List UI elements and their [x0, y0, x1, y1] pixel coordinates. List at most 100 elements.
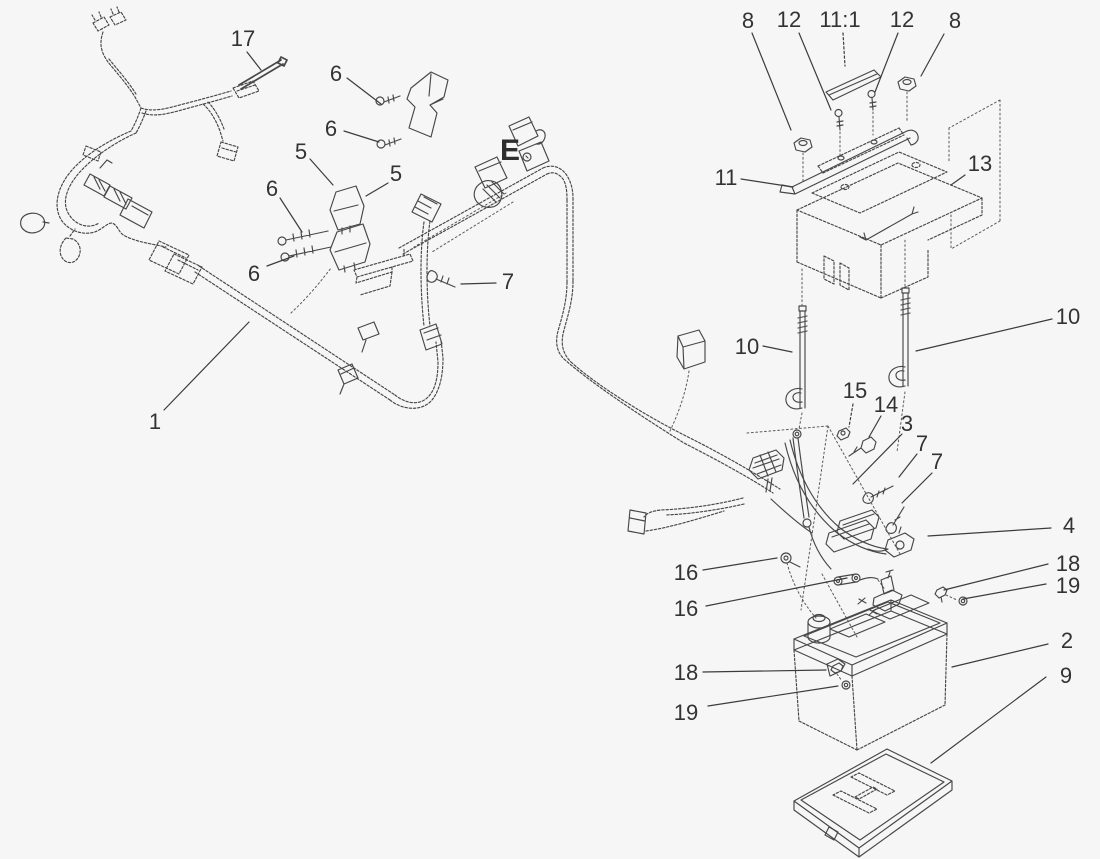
left-branch-connector: [627, 509, 647, 535]
battery-outline: [793, 599, 948, 677]
callout-leader-8-13: [920, 33, 945, 77]
callout-label-6-5: 6: [266, 176, 278, 201]
harness-trunk: [148, 240, 444, 409]
battery-lid: [803, 594, 941, 658]
reference-label-E: E: [500, 134, 520, 167]
callout-leader-19-25: [962, 583, 1047, 600]
callout-leader-3-20: [852, 433, 903, 485]
callout-leader-6-2: [343, 130, 380, 143]
callout-label-5-4: 5: [390, 161, 402, 186]
callout-label-11-14: 11: [715, 165, 738, 190]
callout-label-18-30: 18: [674, 660, 698, 685]
harness-top-branch: [91, 6, 260, 162]
tray-h-emboss: [832, 772, 896, 814]
e-branch: [398, 116, 785, 535]
cable-reference-hidden: [746, 425, 901, 638]
callout-label-13-15: 13: [968, 151, 992, 176]
lower-bracket: [353, 247, 414, 296]
clamp-bar-11: [779, 129, 919, 195]
harness-loop: [56, 130, 167, 264]
callout-label-1-8: 1: [149, 409, 161, 434]
battery-terminal-cap: [807, 613, 831, 644]
cluster-drop-wire: [420, 220, 431, 327]
screw-7-left: [426, 270, 456, 288]
callout-leader-1-8: [163, 321, 250, 411]
callout-leader-9-27: [930, 676, 1047, 764]
tray-outline: [793, 748, 953, 858]
battery-flange-bolt-18-left: [826, 658, 846, 677]
callout-leader-14-19: [868, 415, 882, 438]
battery: [793, 569, 968, 751]
left-branch-wire: [643, 497, 745, 532]
fusible-link-16b: [833, 573, 879, 586]
j-bolt-right: [888, 287, 911, 388]
checkered-connector: [748, 449, 785, 493]
callout-label-7-22: 7: [931, 449, 943, 474]
nut-19-right: [958, 596, 968, 606]
callout-label-9-27: 9: [1060, 663, 1072, 688]
callout-leader-11-14: [740, 178, 794, 188]
callout-label-17-0: 17: [231, 26, 255, 51]
callout-label-18-24: 18: [1056, 551, 1080, 576]
callout-label-16-28: 16: [674, 560, 698, 585]
callout-leader-12-10: [798, 32, 832, 111]
tray-tab: [824, 826, 839, 841]
ring-terminal-16a: [780, 552, 801, 568]
support-panel-hidden: [948, 99, 1001, 250]
callout-label-15-18: 15: [843, 378, 867, 403]
clamp-strap-11-1: [825, 69, 882, 101]
callout-leader-15-18: [848, 403, 854, 428]
bolt-18-right: [934, 586, 948, 603]
hold-down-assembly: [779, 69, 1001, 453]
nut-15: [836, 427, 851, 441]
battery-marks: [857, 597, 878, 616]
harness-loop-connectors: [83, 159, 153, 229]
callout-label-19-31: 19: [674, 700, 698, 725]
callout-leader-4-23: [927, 527, 1052, 537]
callout-leader-12-12: [874, 32, 899, 93]
callout-label-12-12: 12: [890, 7, 914, 32]
j-bolt-left: [785, 305, 808, 410]
wire-harness-assembly: [20, 6, 444, 409]
relay-connector-5a: [329, 185, 365, 235]
screws-7-right: [862, 485, 905, 534]
battery-tray: [793, 748, 953, 858]
callout-leader-7-7: [460, 282, 497, 285]
support-13: [796, 127, 983, 299]
e-connector-cluster: [411, 116, 550, 223]
battery-body: [793, 633, 948, 751]
battery-cable-4: [784, 439, 915, 558]
hanging-plug: [676, 329, 706, 370]
bracket-screws-6: [375, 94, 402, 149]
far-left-connector: [20, 212, 50, 234]
callout-label-19-25: 19: [1056, 573, 1080, 598]
callout-leader-11:1-11: [842, 32, 846, 67]
harness-guide-hidden: [413, 192, 690, 432]
callout-label-7-21: 7: [916, 431, 928, 456]
cable-tie: [238, 56, 288, 90]
nut-19-left: [841, 680, 851, 690]
nuts-8: [793, 76, 917, 153]
clip-screws-6: [277, 229, 332, 262]
callout-leader-8-9: [751, 32, 792, 131]
callout-label-14-19: 14: [874, 392, 898, 417]
fuse-blocks: [770, 498, 889, 553]
callout-leader-7-22: [901, 472, 933, 504]
callout-label-2-26: 2: [1061, 628, 1073, 653]
callout-leader-16-28: [702, 557, 778, 571]
bolt-14: [848, 436, 877, 457]
callout-label-5-3: 5: [295, 139, 307, 164]
harness-branch-hidden: [290, 267, 332, 314]
callout-label-8-13: 8: [949, 8, 961, 33]
callout-label-10-16: 10: [1056, 304, 1080, 329]
callout-leader-5-4: [365, 182, 389, 197]
callout-label-4-23: 4: [1063, 513, 1075, 538]
callout-label-16-29: 16: [674, 596, 698, 621]
callout-leader-10-17: [762, 345, 793, 353]
callout-leader-19-31: [707, 685, 839, 707]
clip-bracket-cluster: [277, 71, 456, 327]
callout-label-11:1-11: 11:1: [819, 7, 860, 32]
callout-leader-2-26: [951, 643, 1049, 668]
